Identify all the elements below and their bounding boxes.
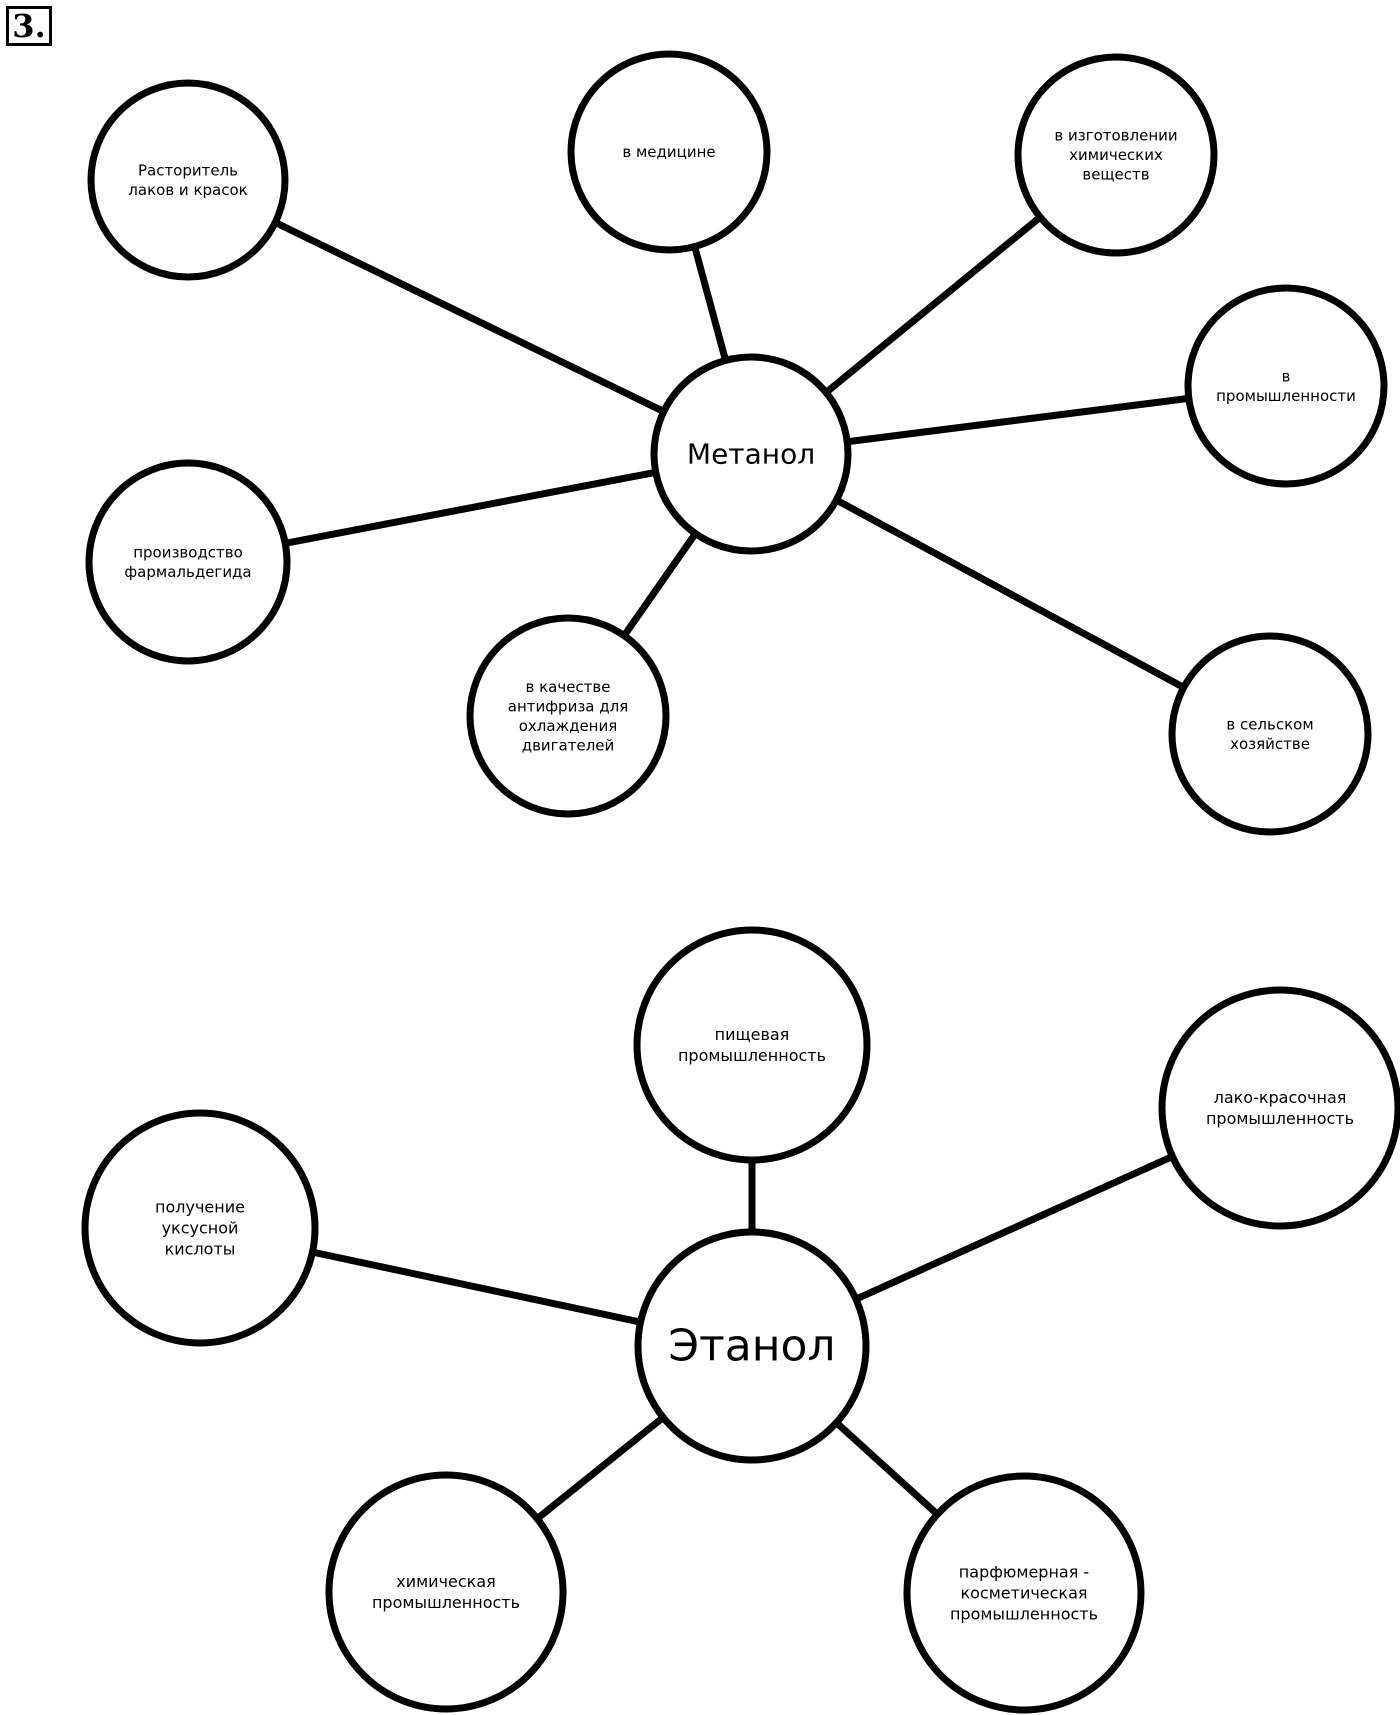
node-label: получение (155, 1198, 245, 1217)
node-label: промышленность (678, 1046, 826, 1065)
node-label: в (1282, 367, 1291, 385)
center-label: Метанол (687, 438, 815, 471)
node-label: косметическая (960, 1584, 1087, 1603)
node-circle (567, 50, 771, 254)
node-label: Расторитель (138, 161, 238, 179)
node-circles: Метанол Расторитель лаков и красок в медици… (81, 50, 1400, 1714)
node-circle (466, 614, 670, 818)
node-circle (903, 1472, 1145, 1714)
node-circle (1158, 986, 1400, 1230)
node-label: охлаждения (519, 717, 618, 735)
node-label: промышленность (950, 1604, 1098, 1623)
node-label: антифриза для (508, 697, 629, 715)
center-circle (634, 1228, 870, 1464)
connector-line (186, 176, 753, 458)
center-node: Этанол (634, 1228, 870, 1464)
node: Расторитель лаков и красок (87, 79, 289, 281)
node-label: промышленности (1216, 387, 1356, 405)
node-label: парфюмерная - (959, 1563, 1089, 1582)
node-label: лаков и красок (128, 181, 247, 199)
problem-number: 3. (6, 6, 52, 46)
node: химическая промышленность (325, 1471, 567, 1713)
node-label: кислоты (165, 1239, 236, 1258)
node-label: промышленность (1206, 1109, 1354, 1128)
node: пищевая промышленность (633, 926, 871, 1164)
node-label: фармальдегида (124, 563, 251, 581)
node-label: химическая (396, 1572, 496, 1591)
center-label: Этанол (668, 1321, 835, 1372)
node-label: лако-красочная (1214, 1088, 1347, 1107)
node: в промышленности (1184, 284, 1388, 488)
node-label: промышленность (372, 1593, 520, 1612)
node-circle (85, 459, 291, 665)
node-label: хозяйстве (1230, 735, 1310, 753)
node-label: в сельском (1226, 715, 1313, 733)
node-circle (1184, 284, 1388, 488)
node-label: двигателей (522, 736, 615, 754)
node-circle (633, 926, 871, 1164)
center-node: Метанол (650, 353, 852, 555)
node: лако-красочная промышленность (1158, 986, 1400, 1230)
node-label: веществ (1082, 166, 1149, 184)
node-circle (325, 1471, 567, 1713)
node-label: в медицине (622, 143, 715, 161)
node-label: в изготовлении (1054, 127, 1177, 145)
node-label: уксусной (162, 1219, 239, 1238)
node-circle (81, 1109, 319, 1347)
node-label: производство (133, 543, 243, 561)
node-circle (87, 79, 289, 281)
node: в медицине (567, 50, 771, 254)
center-circle (650, 353, 852, 555)
node-label: в качестве (525, 678, 610, 696)
node-circle (1168, 632, 1372, 836)
node-label: химических (1069, 146, 1163, 164)
node-circle (1014, 53, 1218, 257)
node: производство фармальдегида (85, 459, 291, 665)
node: в сельском хозяйстве (1168, 632, 1372, 836)
node-label: пищевая (715, 1025, 790, 1044)
